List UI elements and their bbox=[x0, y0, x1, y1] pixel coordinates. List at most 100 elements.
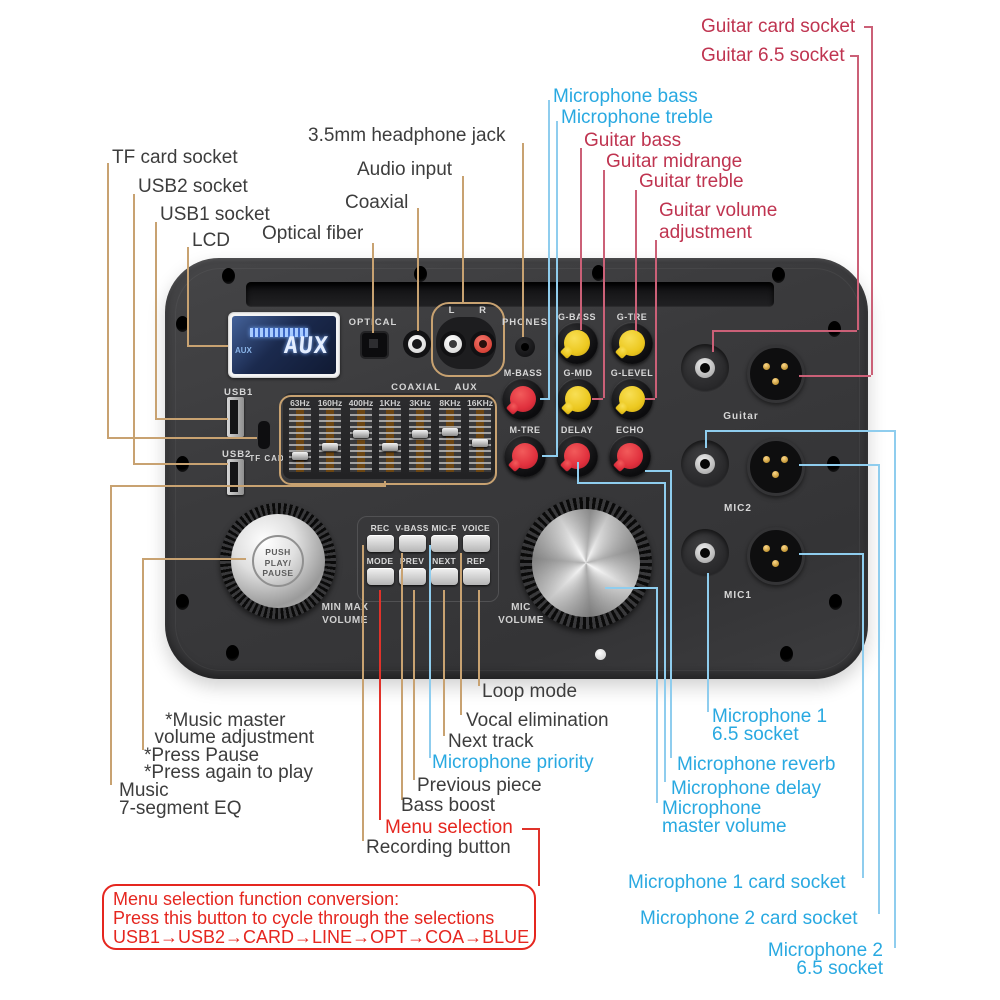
callout-line bbox=[462, 176, 464, 303]
lcd-source-text: AUX bbox=[235, 346, 252, 355]
callout-line bbox=[460, 553, 462, 715]
eq-band-label: 16KHz bbox=[467, 398, 493, 408]
callout-microphone-delay: Microphone delay bbox=[671, 778, 821, 799]
mic1-65-jack[interactable] bbox=[681, 529, 729, 577]
play-pause-knob-text: PUSH PLAY/ PAUSE bbox=[252, 535, 304, 587]
callout-line bbox=[799, 553, 862, 555]
mic-f-button[interactable] bbox=[431, 535, 458, 552]
callout-line bbox=[542, 455, 558, 457]
eq-band-label: 3KHz bbox=[409, 398, 431, 408]
mode-button[interactable] bbox=[367, 568, 394, 585]
optical-port[interactable] bbox=[360, 331, 389, 359]
callout-line bbox=[712, 330, 857, 332]
aux-annotation-outline bbox=[431, 302, 505, 377]
callout-guitar-midrange: Guitar midrange bbox=[606, 151, 743, 172]
screw-hole bbox=[592, 265, 605, 281]
callout-line bbox=[417, 208, 419, 331]
phones-hole bbox=[521, 343, 529, 351]
callout-line bbox=[857, 55, 859, 330]
eq-slider[interactable] bbox=[469, 408, 491, 472]
mic2-65-jack[interactable] bbox=[681, 440, 729, 488]
callout-vocal-elimination: Vocal elimination bbox=[466, 710, 609, 731]
eq-band-label: 8KHz bbox=[439, 398, 461, 408]
eq-slider[interactable] bbox=[379, 408, 401, 472]
delay-label: DELAY bbox=[560, 425, 594, 435]
callout-line bbox=[384, 481, 386, 487]
v-bass-button[interactable] bbox=[399, 535, 426, 552]
mic-volume-knob[interactable] bbox=[532, 509, 640, 617]
mic2-xlr-socket[interactable] bbox=[747, 438, 805, 496]
screw-hole bbox=[176, 316, 189, 332]
callout-line bbox=[413, 590, 415, 780]
callout-line bbox=[878, 464, 880, 914]
rep-button[interactable] bbox=[463, 568, 490, 585]
voice-label: VOICE bbox=[462, 523, 490, 533]
knob-m-bass[interactable] bbox=[502, 378, 544, 420]
min-max-volume-caption: MIN MAX VOLUME bbox=[321, 602, 369, 626]
callout-usb2-socket: USB2 socket bbox=[138, 176, 248, 197]
callout-line bbox=[645, 398, 655, 400]
rec-button[interactable] bbox=[367, 535, 394, 552]
g-level-label: G-LEVEL bbox=[610, 368, 654, 378]
callout-line bbox=[712, 330, 714, 352]
eq-slider[interactable] bbox=[319, 408, 341, 472]
mic1-xlr-socket[interactable] bbox=[747, 527, 805, 585]
phones-label: PHONES bbox=[501, 317, 549, 328]
guitar-65-jack[interactable] bbox=[681, 344, 729, 392]
lcd-progress-bar bbox=[250, 328, 308, 337]
callout-line bbox=[894, 430, 896, 948]
callout-line bbox=[664, 482, 666, 782]
guitar-jack-label: Guitar bbox=[723, 411, 759, 422]
knob-m-tre[interactable] bbox=[504, 435, 546, 477]
next-button[interactable] bbox=[431, 568, 458, 585]
callout-line bbox=[655, 240, 657, 398]
guitar-xlr-socket[interactable] bbox=[747, 345, 805, 403]
m-bass-label: M-BASS bbox=[503, 368, 543, 378]
eq-slider[interactable] bbox=[439, 408, 461, 472]
mic2-jack-label: MIC2 bbox=[724, 503, 752, 514]
callout-line bbox=[540, 398, 550, 400]
callout-optical-fiber: Optical fiber bbox=[262, 223, 364, 244]
knob-g-tre[interactable] bbox=[611, 322, 653, 364]
callout-menu-selection: Menu selection bbox=[385, 817, 513, 838]
callout-line bbox=[556, 121, 558, 455]
callout-line bbox=[799, 375, 871, 377]
tf-card-slot[interactable] bbox=[257, 420, 271, 450]
callout-line bbox=[577, 462, 579, 482]
callout-line bbox=[110, 485, 112, 785]
callout-guitar-treble: Guitar treble bbox=[639, 171, 744, 192]
callout-line bbox=[670, 470, 672, 758]
rep-label: REP bbox=[466, 556, 486, 566]
usb2-port[interactable] bbox=[227, 459, 244, 495]
callout-music-notes: *Music master volume adjustment*Press Pa… bbox=[144, 709, 315, 783]
callout-usb1-socket: USB1 socket bbox=[160, 204, 270, 225]
button-panel-outline bbox=[357, 516, 499, 602]
voice-button[interactable] bbox=[463, 535, 490, 552]
g-mid-label: G-MID bbox=[563, 368, 593, 378]
usb1-port[interactable] bbox=[227, 397, 244, 437]
knob-echo[interactable] bbox=[609, 435, 651, 477]
mic-volume-caption: MIC VOLUME bbox=[498, 602, 544, 626]
lcd-screen: AUX AUX bbox=[232, 316, 336, 374]
eq-slider[interactable] bbox=[289, 408, 311, 472]
eq-band-label: 160Hz bbox=[317, 398, 343, 408]
eq-slider[interactable] bbox=[409, 408, 431, 472]
callout-line bbox=[592, 398, 603, 400]
screw-hole bbox=[780, 646, 793, 662]
callout-line bbox=[799, 464, 878, 466]
g-tre-label: G-TRE bbox=[616, 312, 648, 322]
g-bass-label: G-BASS bbox=[557, 312, 597, 322]
prev-button[interactable] bbox=[399, 568, 426, 585]
callout-line bbox=[110, 485, 386, 487]
callout-line bbox=[187, 345, 228, 347]
callout-line bbox=[362, 545, 364, 841]
aux-label: AUX bbox=[454, 382, 478, 393]
callout-line bbox=[133, 463, 228, 465]
eq-band-label: 1KHz bbox=[379, 398, 401, 408]
knob-g-mid[interactable] bbox=[557, 378, 599, 420]
eq-slider[interactable] bbox=[350, 408, 372, 472]
knob-g-bass[interactable] bbox=[556, 322, 598, 364]
callout-line bbox=[605, 587, 657, 589]
